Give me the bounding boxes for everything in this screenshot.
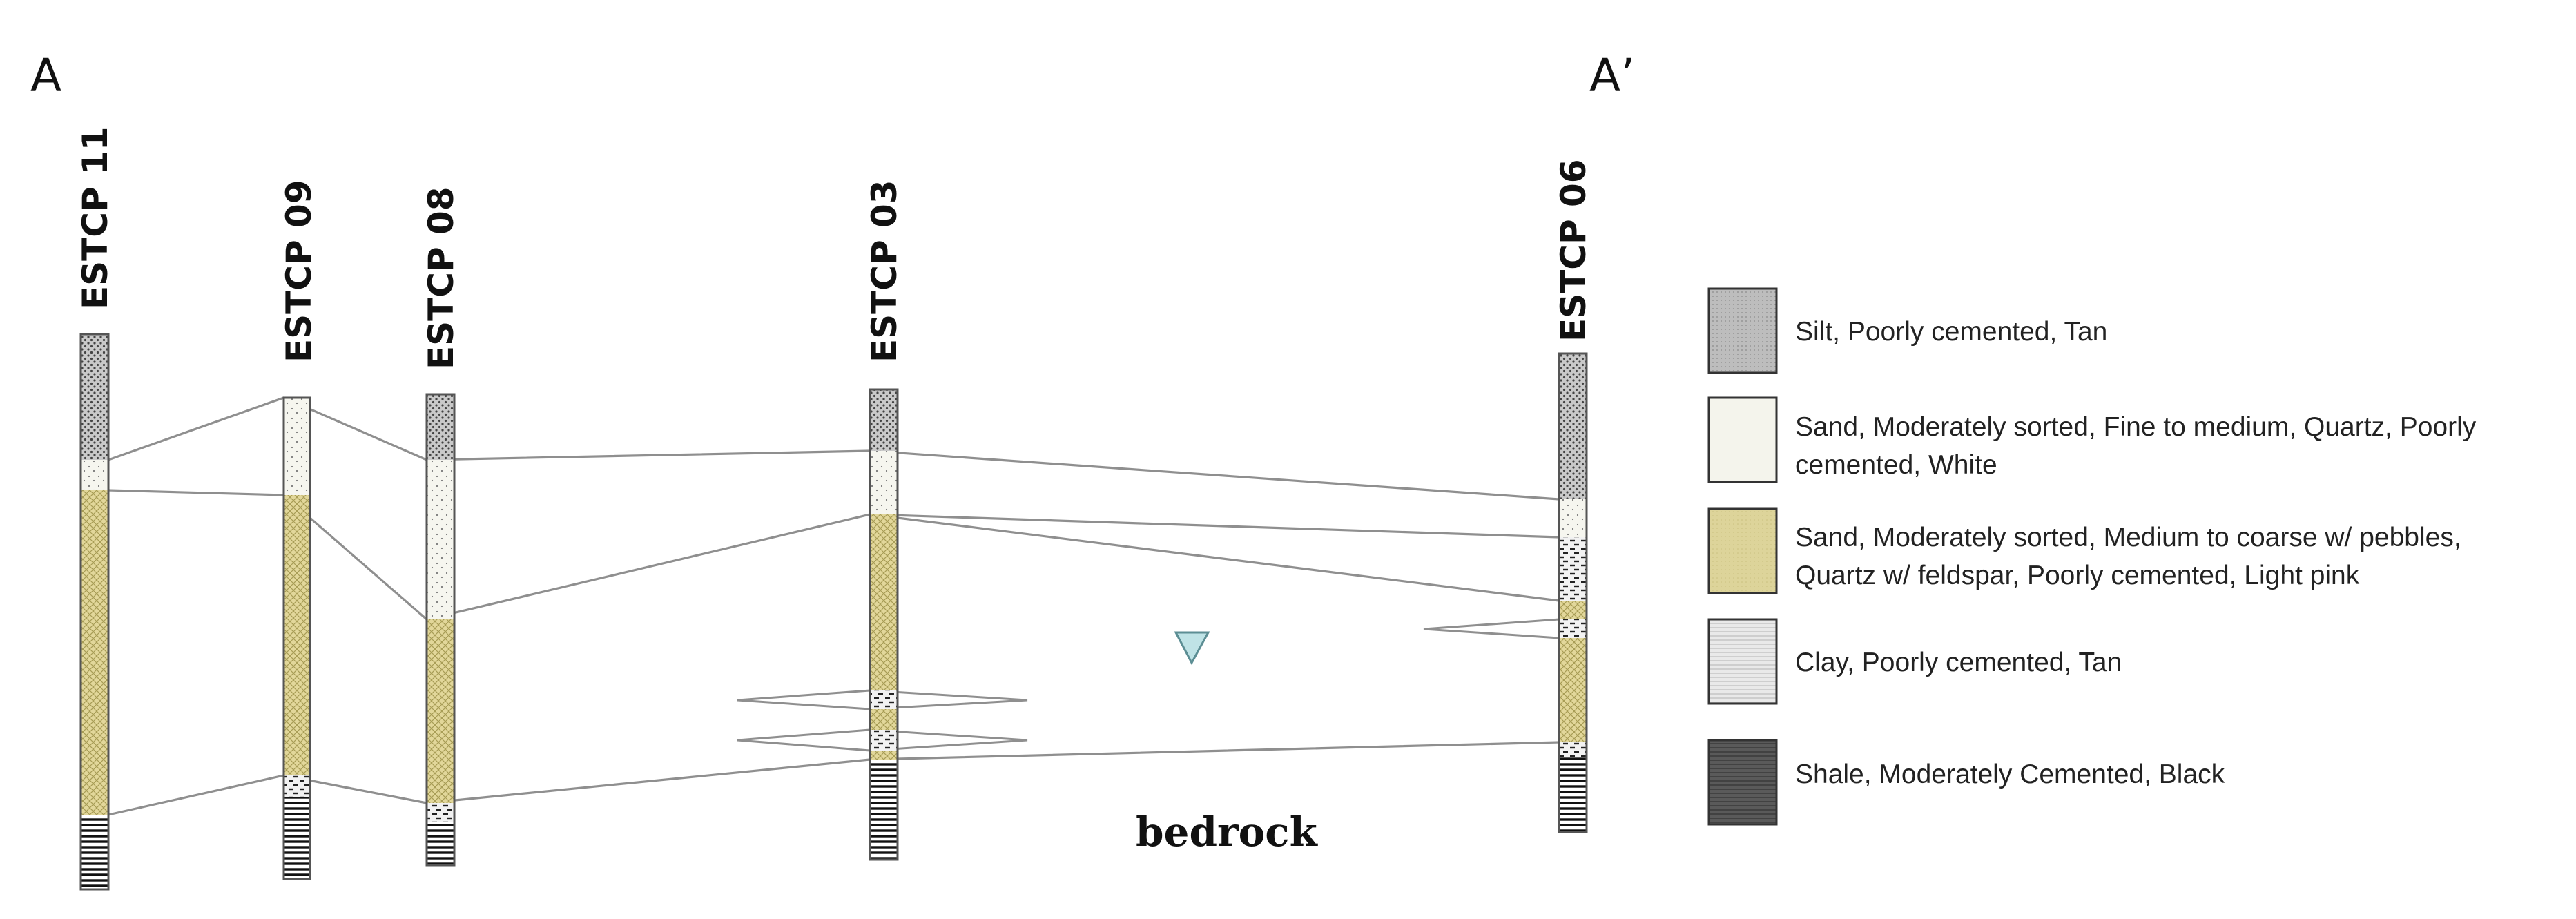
legend: Silt, Poorly cemented, Tan Sand, Moderat… (1707, 287, 2477, 826)
lens-06 (1423, 618, 1560, 639)
column-outline (282, 396, 311, 880)
layer-clay (870, 730, 898, 751)
well-estcp-08: ESTCP 08 (421, 186, 461, 867)
layer-silt (1559, 354, 1587, 499)
layer-shale (81, 815, 108, 889)
layer-shale (1559, 757, 1587, 832)
layer-sand-coarse (284, 495, 310, 775)
layer-clay (870, 690, 898, 709)
legend-swatch-clay (1707, 618, 1778, 705)
column-outline (79, 333, 110, 891)
column-outline (425, 393, 456, 867)
section-start-label: A (30, 49, 61, 102)
layer-clay (1559, 537, 1587, 601)
well-label: ESTCP 11 (75, 126, 115, 309)
layer-sand-fine (81, 460, 108, 490)
well-label: ESTCP 03 (864, 180, 904, 362)
layer-sand-fine (427, 460, 454, 619)
layer-clay (1559, 619, 1587, 638)
layer-silt (870, 389, 898, 451)
lenses (737, 618, 1560, 752)
legend-swatch-silt (1707, 287, 1778, 374)
well-label: ESTCP 09 (279, 180, 319, 362)
legend-swatch-shale (1707, 739, 1778, 826)
layer-clay (1559, 742, 1587, 757)
layer-shale (427, 822, 454, 865)
layer-silt (81, 334, 108, 460)
layer-sand-fine (870, 451, 898, 514)
correlation-line-silt-base (108, 396, 1560, 501)
layer-sand-fine (284, 398, 310, 495)
well-estcp-06: ESTCP 06 (1553, 159, 1594, 833)
legend-swatch-sand-fine (1707, 396, 1778, 483)
section-end-label: A’ (1589, 49, 1635, 102)
well-estcp-09: ESTCP 09 (279, 180, 319, 880)
correlation-lines (108, 396, 1560, 816)
column-outline (1558, 352, 1588, 833)
correlation-line-bedrock-top (108, 741, 1560, 816)
layer-shale (870, 760, 898, 860)
correlation-line-sand-top (108, 489, 1560, 621)
correlation-line-aquifer-top (869, 513, 1560, 602)
legend-label-sand-coarse-line1: Sand, Moderately sorted, Medium to coars… (1795, 523, 2461, 552)
layer-clay (427, 803, 454, 822)
bedrock-label: bedrock (1136, 809, 1319, 855)
layer-sand-fine (1559, 499, 1587, 537)
layer-shale (284, 797, 310, 879)
water-table-icon (1174, 631, 1210, 666)
well-label: ESTCP 08 (421, 186, 461, 369)
layer-silt (427, 394, 454, 460)
layer-sand-coarse (1559, 601, 1587, 619)
layer-sand-coarse (427, 619, 454, 803)
well-label: ESTCP 06 (1553, 159, 1594, 342)
legend-label-silt: Silt, Poorly cemented, Tan (1795, 317, 2107, 347)
well-estcp-11: ESTCP 11 (75, 126, 115, 891)
layer-sand-coarse (1559, 638, 1587, 742)
legend-label-sand-coarse-line2: Quartz w/ feldspar, Poorly cemented, Lig… (1795, 561, 2360, 590)
well-estcp-03: ESTCP 03 (864, 180, 904, 861)
legend-label-sand-fine-line2: cemented, White (1795, 450, 1997, 480)
layer-sand-coarse (870, 709, 898, 730)
layer-clay (284, 775, 310, 797)
legend-label-shale: Shale, Moderately Cemented, Black (1795, 760, 2225, 789)
layer-sand-coarse (81, 490, 108, 815)
legend-label-sand-fine-line1: Sand, Moderately sorted, Fine to medium,… (1795, 412, 2477, 442)
legend-label-clay: Clay, Poorly cemented, Tan (1795, 648, 2122, 677)
layer-sand-coarse (870, 514, 898, 690)
column-outline (869, 388, 899, 861)
layer-sand-coarse (870, 751, 898, 760)
legend-swatch-sand-coarse (1707, 507, 1778, 594)
